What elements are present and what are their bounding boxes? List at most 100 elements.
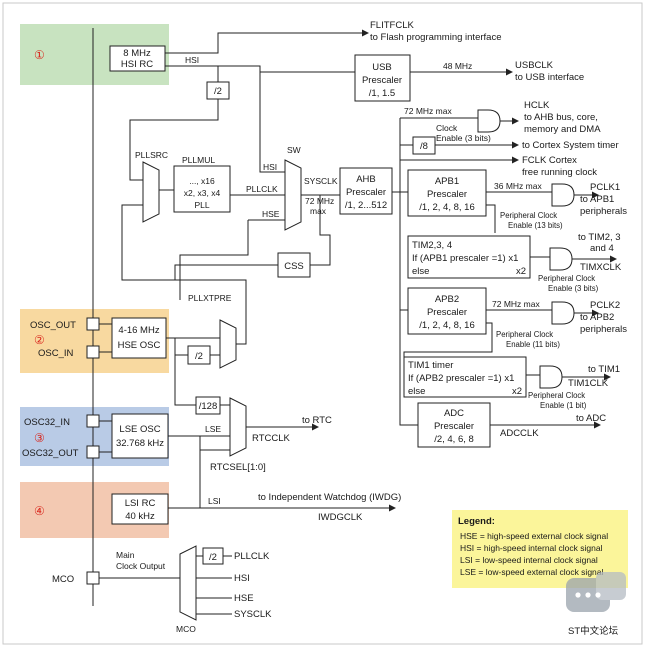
hse-osc-label-1: 4-16 MHz: [118, 325, 159, 336]
pll-label-2: x2, x3, x4: [184, 188, 221, 198]
timxclk-label: TIMXCLK: [580, 262, 622, 273]
iwdg-out: to Independent Watchdog (IWDG): [258, 492, 401, 503]
usb-freq: 48 MHz: [443, 61, 472, 71]
osc-in-label: OSC_IN: [38, 348, 74, 359]
hclk-desc-1: to AHB bus, core,: [524, 112, 598, 123]
usb-label-2: Prescaler: [362, 75, 402, 86]
mco-mux: [179, 545, 197, 621]
apb1-label-2: Prescaler: [427, 189, 467, 200]
apb1-to-tim-wire: [486, 204, 496, 233]
ahb-label-3: /1, 2...512: [345, 200, 387, 211]
apb2-to-tim1-wire: [403, 322, 493, 357]
sw-hse-label: HSE: [262, 209, 280, 219]
pclk1-desc-2: peripherals: [580, 206, 627, 217]
lsi-label: LSI: [208, 496, 221, 506]
legend-item-lse: LSE = low-speed external clock signal: [460, 567, 604, 577]
pll-box: [173, 165, 231, 213]
osc-out-label: OSC_OUT: [30, 320, 76, 331]
legend-title: Legend:: [458, 516, 495, 527]
div8-label: /8: [420, 141, 428, 152]
pllxtpre-mux: [219, 319, 237, 369]
apb1-max: 36 MHz max: [494, 181, 542, 191]
hclk-desc-2: memory and DMA: [524, 124, 601, 135]
tim234-en-1: Peripheral Clock: [538, 274, 595, 283]
hse-osc-label-2: HSE OSC: [118, 340, 161, 351]
pllsrc-label: PLLSRC: [135, 150, 168, 160]
hse-feed-wire: [179, 220, 249, 300]
css-label: CSS: [284, 261, 304, 272]
adc-label-2: Prescaler: [434, 421, 474, 432]
sysclk-to-css: [310, 195, 331, 266]
tim1clk-label: TIM1CLK: [568, 378, 609, 389]
tim1-label-3: else: [408, 386, 425, 397]
mco-hse: HSE: [234, 593, 254, 604]
tim234-label-3: else: [412, 266, 429, 277]
usbclk-label: USBCLK: [515, 60, 554, 71]
tim234-label-1: TIM2,3, 4: [412, 240, 452, 251]
pclk1-gate: [551, 183, 575, 207]
adc-out: to ADC: [576, 413, 606, 424]
pclk1-desc-1: to APB1: [580, 194, 614, 205]
lse-osc-label-2: 32.768 kHz: [116, 438, 164, 449]
apb1-label-1: APB1: [435, 176, 459, 187]
sw-mux: [284, 159, 302, 231]
adc-label-3: /2, 4, 6, 8: [434, 434, 474, 445]
usb-in-wire: [259, 66, 355, 73]
tim234-out-1: to TIM2, 3: [578, 232, 621, 243]
watermark-text: ST中文论坛: [568, 625, 619, 637]
legend-item-lsi: LSI = low-speed internal clock signal: [460, 555, 598, 565]
mco-mux-label: MCO: [176, 624, 196, 634]
mco-sysclk: SYSCLK: [234, 609, 272, 620]
lsi-rc-label-2: 40 kHz: [125, 511, 155, 522]
watermark-chat-icon: [566, 572, 626, 612]
hclk-label: HCLK: [524, 100, 550, 111]
fclk-label-2: free running clock: [522, 167, 597, 178]
tim234-out-2: and 4: [590, 243, 614, 254]
usb-prescaler-box: [354, 54, 411, 102]
flitfclk-wire: [165, 29, 369, 54]
osc-out-pin: [86, 317, 100, 331]
sysclk-label: SYSCLK: [304, 176, 338, 186]
iwdgclk-label: IWDGCLK: [318, 512, 363, 523]
usbclk-desc: to USB interface: [515, 72, 584, 83]
adc-in-wire: [399, 412, 418, 426]
marker-2: ②: [34, 333, 45, 347]
hclk-gate-2: Enable (3 bits): [436, 133, 491, 143]
sw-label: SW: [287, 145, 301, 155]
adcclk-label: ADCCLK: [500, 428, 539, 439]
hsi-rc-label-1: 8 MHz: [123, 48, 151, 59]
pllsrc-mux: [142, 161, 160, 223]
hsi-rc-label-2: HSI RC: [121, 59, 153, 70]
apb1-label-3: /1, 2, 4, 8, 16: [419, 202, 474, 213]
mco-title-2: Clock Output: [116, 561, 166, 571]
apb2-en-2: Enable (11 bits): [506, 340, 560, 349]
tim1-out: to TIM1: [588, 364, 620, 375]
sysclk-max-2: max: [310, 206, 327, 216]
pclk2-desc-2: peripherals: [580, 324, 627, 335]
hclk-gate: [477, 109, 501, 133]
tim234-en-2: Enable (3 bits): [548, 284, 599, 293]
osc32-in-pin: [86, 414, 100, 428]
mco-pin-label: MCO: [52, 574, 74, 585]
mco-title-1: Main: [116, 550, 135, 560]
tim234-label-2: If (APB1 prescaler =1) x1: [412, 253, 518, 264]
flitfclk-label: FLITFCLK: [370, 20, 414, 31]
systimer-label: to Cortex System timer: [522, 140, 619, 151]
lse-label: LSE: [205, 424, 221, 434]
div128-label: /128: [199, 401, 218, 412]
legend-item-hse: HSE = high-speed external clock signal: [460, 531, 608, 541]
rtcsel-mux: [229, 397, 247, 457]
hclk-max: 72 MHz max: [404, 106, 452, 116]
tim1-en-1: Peripheral Clock: [528, 391, 585, 400]
marker-1: ①: [34, 48, 45, 62]
usb-label-1: USB: [372, 62, 392, 73]
div2-hsi-label: /2: [214, 86, 222, 97]
timx-gate: [549, 247, 573, 271]
tim1-gate: [539, 365, 563, 389]
lse-osc-label-1: LSE OSC: [119, 424, 160, 435]
lsi-to-rtcmux-shared: [174, 436, 201, 509]
legend-item-hsi: HSI = high-speed internal clock signal: [460, 543, 603, 553]
apb2-max: 72 MHz max: [492, 299, 540, 309]
rtcclk-label: RTCCLK: [252, 433, 290, 444]
mco-pin: [86, 571, 100, 585]
